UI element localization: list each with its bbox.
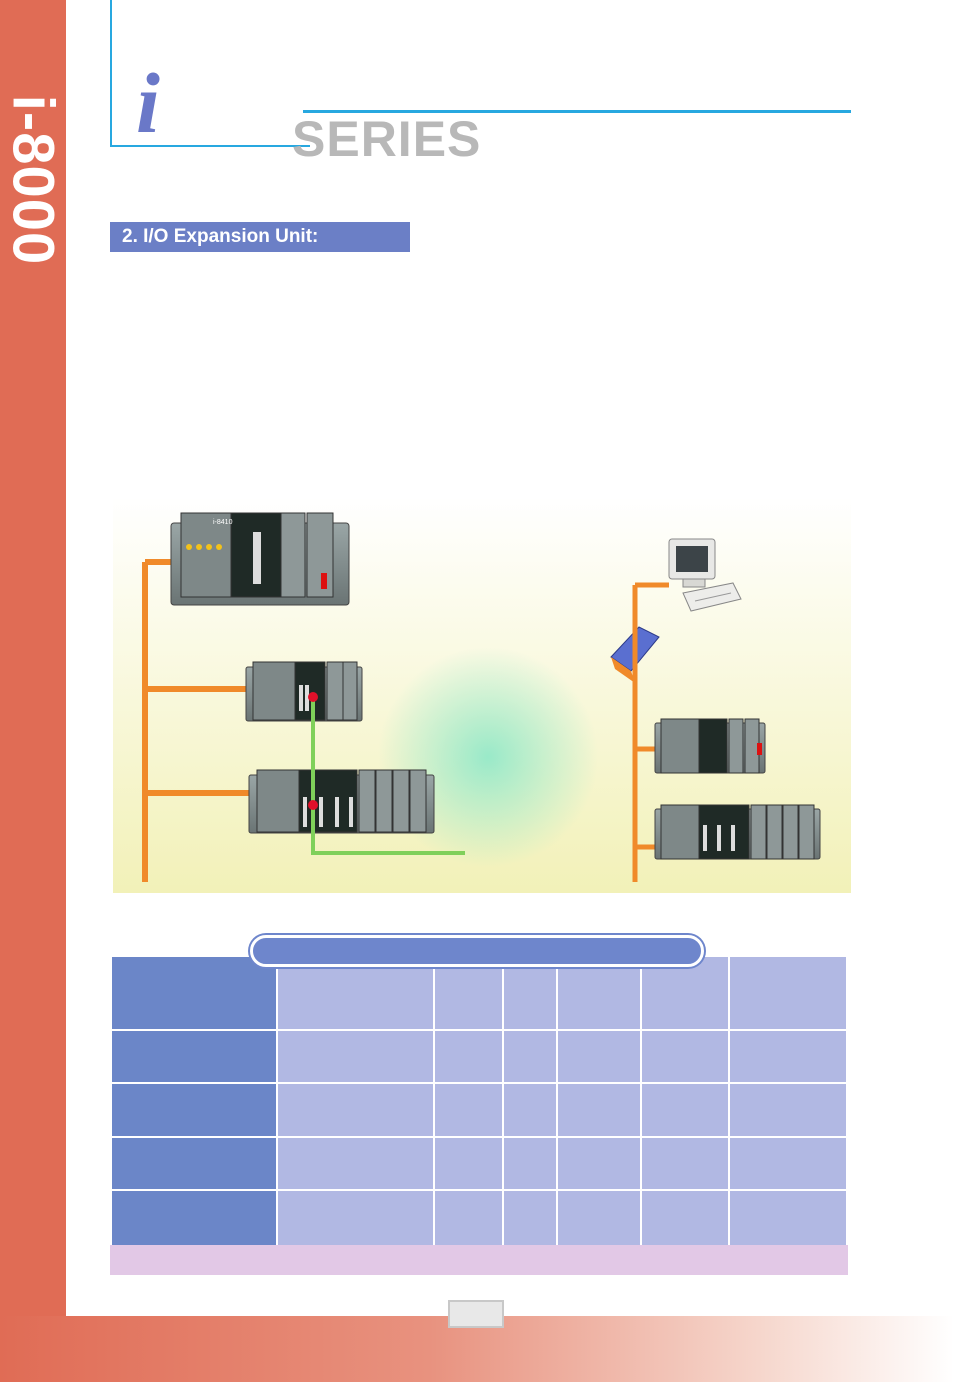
table-cell [728,1136,848,1191]
table-row-header [110,1189,278,1247]
left-bus-lines [142,559,253,882]
table-cell [640,955,730,1031]
table-row [110,955,848,1031]
io-expansion-diagram: i-8410 [113,497,851,893]
table-cell [640,1189,730,1247]
expansion-rack-1 [245,661,363,722]
series-title: SERIES [292,111,482,167]
table-row [110,1082,848,1138]
table-cell [433,1082,504,1138]
table-row [110,1189,848,1247]
table-cell [728,1189,848,1247]
table-cell [556,1029,642,1084]
expansion-link [311,697,465,855]
series-logo-letter: i [136,55,160,151]
spec-table [110,955,848,1247]
table-cell [640,1029,730,1084]
header-vertical-line [110,0,112,147]
spec-table-wrap [110,955,848,1247]
remote-rack-2 [654,804,821,860]
table-row-header [110,1136,278,1191]
table-cell [276,1189,435,1247]
table-row [110,1029,848,1084]
main-controller-rack: i-8410 [170,512,350,606]
table-cell [556,1082,642,1138]
table-title-pill [250,935,704,967]
table-row-header [110,1029,278,1084]
table-cell [728,955,848,1031]
table-cell [276,1029,435,1084]
table-cell [433,1029,504,1084]
controller-model-label: i-8410 [213,519,233,526]
table-cell [640,1136,730,1191]
table-cell [556,1136,642,1191]
sidebar-band: i-8000 [0,0,66,1382]
table-cell [502,955,558,1031]
computer-icon [668,538,742,612]
network-glow [378,647,598,867]
table-cell [433,955,504,1031]
table-cell [276,1136,435,1191]
table-row [110,1136,848,1191]
table-cell [276,955,435,1031]
table-cell [728,1029,848,1084]
page-number-box [448,1300,504,1328]
expansion-port-2 [308,800,318,810]
section-heading: 2. I/O Expansion Unit: [110,222,410,252]
table-row-header [110,1082,278,1138]
table-note-bar [110,1245,848,1275]
table-row-header [110,955,278,1031]
table-cell [556,1189,642,1247]
table-cell [556,955,642,1031]
table-cell [276,1082,435,1138]
table-cell [640,1082,730,1138]
header-horizontal-line-right [303,110,851,113]
table-cell [502,1189,558,1247]
expansion-rack-2 [248,769,435,834]
table-cell [502,1136,558,1191]
remote-rack-1 [654,718,766,774]
table-cell [502,1029,558,1084]
table-cell [502,1082,558,1138]
expansion-port-1 [308,692,318,702]
brand-vertical-title: i-8000 [0,94,66,266]
table-cell [728,1082,848,1138]
header-horizontal-line-left [110,145,310,147]
table-cell [433,1189,504,1247]
table-cell [433,1136,504,1191]
